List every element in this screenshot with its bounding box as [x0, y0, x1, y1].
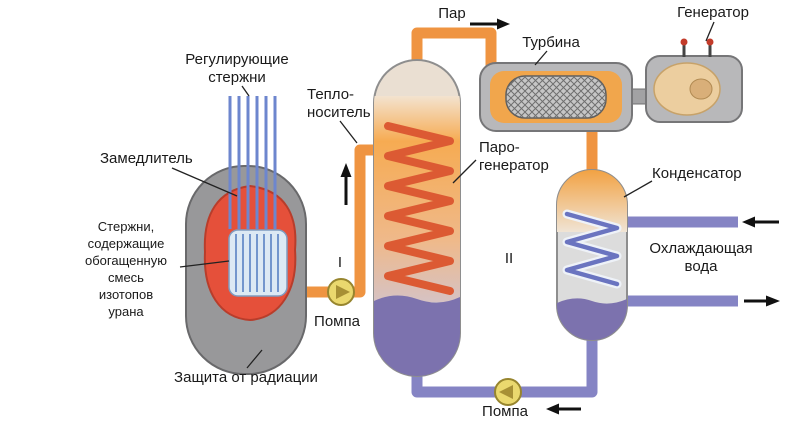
water-zone: [374, 295, 460, 376]
steam-generator-vessel: [373, 59, 461, 377]
condensate-flow-arrow: [546, 403, 581, 415]
secondary-pump: [494, 378, 522, 406]
moderator-leader: [171, 167, 238, 197]
control-rods-label-line1: Регулирующие: [185, 51, 288, 68]
coolant-label-line2: носитель: [307, 104, 371, 121]
condenser-interior: [557, 170, 627, 340]
primary-coil: [384, 122, 454, 295]
fuel-rods-label-line5: изотопов: [99, 287, 153, 302]
cooling-water-label-line2: вода: [685, 258, 719, 275]
generator-leader: [705, 21, 715, 42]
fuel-assembly-rods: [235, 234, 279, 292]
primary-pump-impeller: [336, 285, 350, 299]
control-rods-label-line2: стержни: [208, 69, 266, 86]
cooling-water-out-arrow: [744, 295, 780, 307]
pipes: [304, 27, 738, 398]
coolant-leader: [339, 120, 358, 144]
shield-leader: [246, 349, 263, 369]
control-rods: [228, 96, 277, 229]
steam-pipe: [411, 27, 497, 70]
fuel-rods-label-line2: содержащие: [88, 236, 165, 251]
generator-label: Генератор: [677, 4, 749, 21]
condenser-vessel: [556, 169, 628, 341]
condenser-water-zone: [557, 298, 627, 340]
moderator-label: Замедлитель: [100, 150, 193, 167]
secondary-pump-label: Помпа: [482, 403, 529, 420]
turbine-unit: [479, 62, 633, 132]
steam-label: Пар: [438, 5, 465, 22]
cooling-water-in-arrow: [742, 216, 779, 228]
turbine-label: Турбина: [522, 34, 580, 51]
generator-stator: [653, 62, 721, 116]
labels: Пар Турбина Генератор Регулирующие стерж…: [85, 4, 753, 420]
reactor-vessel: [185, 96, 307, 375]
steam-generator-leader: [452, 159, 477, 184]
steam-generator-label-line2: генератор: [479, 157, 549, 174]
secondary-pump-impeller: [499, 385, 513, 399]
fuel-rods-label-line3: обогащенную: [85, 253, 167, 268]
generator-terminals: [680, 38, 714, 57]
control-rods-leader: [241, 85, 250, 97]
condenser-leader: [623, 180, 653, 198]
coolant-label-line1: Тепло-: [307, 86, 354, 103]
steam-generator-label-line1: Паро-: [479, 139, 520, 156]
turbine-rotor-blades: [506, 76, 606, 118]
steam-generator-interior: [374, 96, 460, 376]
coolant-up-arrow: [340, 163, 352, 205]
primary-pump-label: Помпа: [314, 313, 361, 330]
primary-loop-label: I: [338, 254, 342, 271]
flow-arrows: [340, 18, 780, 415]
generator-rotor: [689, 78, 713, 100]
fuel-rods-label-line1: Стержни,: [98, 219, 154, 234]
leader-lines: [171, 21, 715, 369]
primary-pump: [327, 278, 355, 306]
fuel-rods-label-line4: смесь: [108, 270, 144, 285]
cooling-water-label-line1: Охлаждающая: [649, 240, 752, 257]
radiation-shield-label: Защита от радиации: [174, 369, 318, 386]
secondary-loop-label: II: [505, 250, 513, 267]
turbine-leader: [534, 50, 548, 66]
condenser-coil: [564, 211, 620, 287]
fuel-rods-leader: [179, 260, 230, 268]
steam-flow-arrow: [470, 18, 510, 30]
generator-unit: [645, 38, 743, 123]
fuel-rods-label-line6: урана: [108, 304, 144, 319]
condenser-label: Конденсатор: [652, 165, 742, 182]
